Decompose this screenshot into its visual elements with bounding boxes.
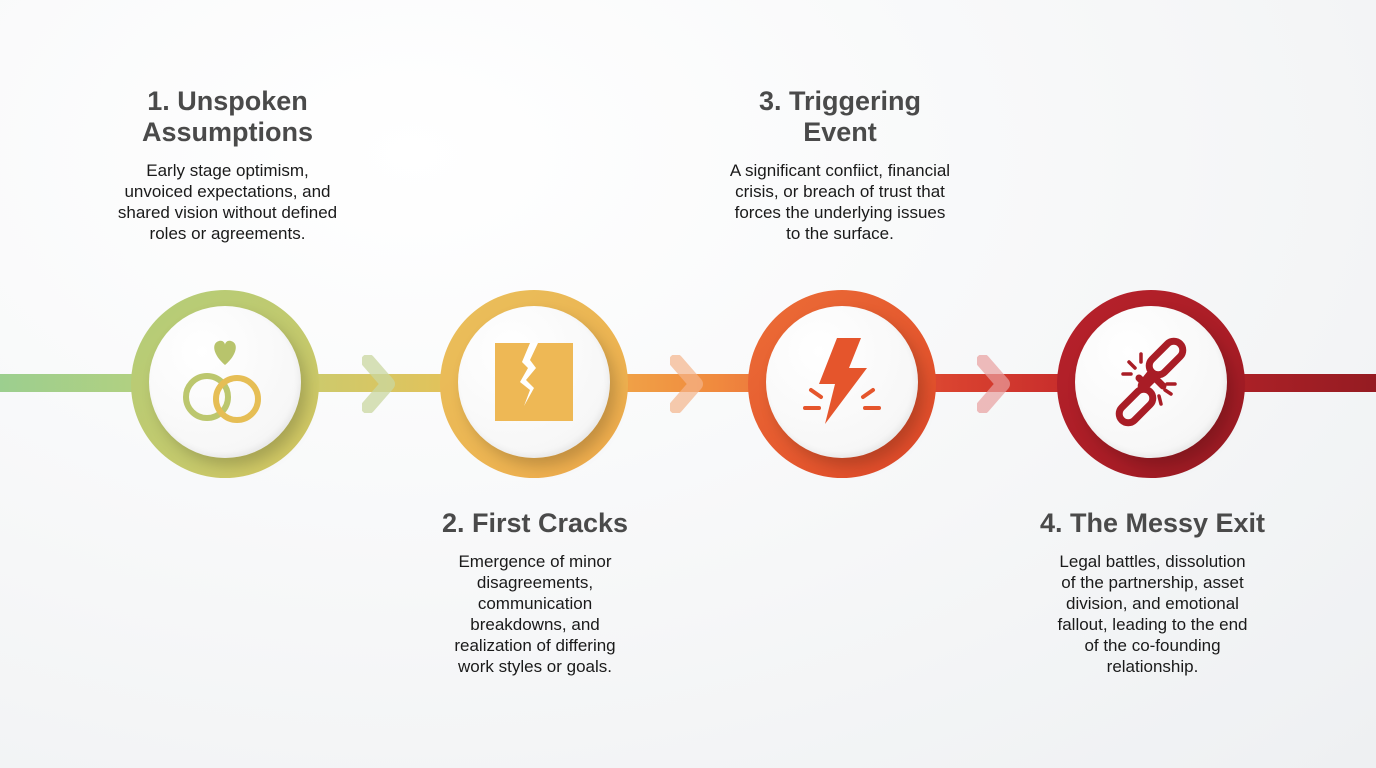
step-4-title: 4. The Messy Exit <box>1039 508 1266 538</box>
step-4-node-inner <box>1075 306 1227 458</box>
step-2-title: 2. First Cracks <box>441 508 629 538</box>
broken-chain-icon <box>1115 337 1187 427</box>
step-1-title: 1. Unspoken Assumptions <box>141 86 314 147</box>
step-2-description: Emergence of minor disagreements, commun… <box>454 552 616 676</box>
chevron-right-icon <box>977 355 1010 413</box>
step-4-text: 4. The Messy Exit Legal battles, dissolu… <box>1015 508 1290 677</box>
lightning-bolt-icon <box>803 338 881 424</box>
step-4-description: Legal battles, dissolution of the partne… <box>1057 552 1248 676</box>
step-3-node-inner <box>766 306 918 458</box>
step-2-node-inner <box>458 306 610 458</box>
step-3-title: 3. Triggering Event <box>758 86 922 147</box>
step-3-node <box>748 290 936 478</box>
cracked-square-icon <box>495 343 573 421</box>
interlocked-rings-heart-icon <box>183 340 261 423</box>
step-1-description: Early stage optimism, unvoiced expectati… <box>117 161 338 243</box>
chevron-right-icon <box>670 355 703 413</box>
step-3-text: 3. Triggering Event A significant confii… <box>690 86 990 244</box>
step-1-node <box>131 290 319 478</box>
step-3-description: A significant confiict, financial crisis… <box>729 161 951 243</box>
step-2-node <box>440 290 628 478</box>
step-1-text: 1. Unspoken Assumptions Early stage opti… <box>90 86 365 244</box>
step-4-node <box>1057 290 1245 478</box>
step-1-node-inner <box>149 306 301 458</box>
step-2-text: 2. First Cracks Emergence of minor disag… <box>410 508 660 677</box>
chevron-right-icon <box>362 355 395 413</box>
